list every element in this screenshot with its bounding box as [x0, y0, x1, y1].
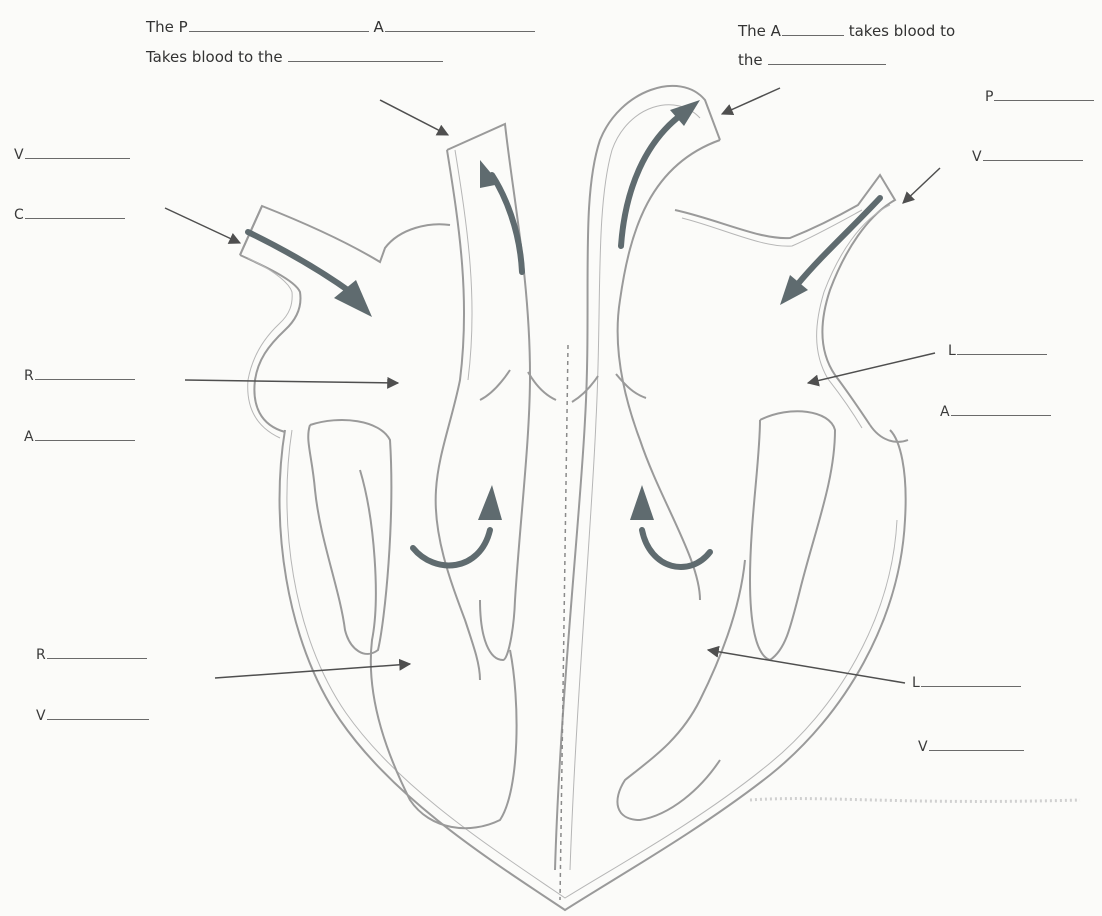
right-blank-a[interactable] — [951, 403, 1051, 416]
vena-cava — [240, 206, 450, 262]
left-label-v-text: V — [14, 147, 24, 163]
pulmonary-valve — [480, 370, 556, 400]
heart-outline — [280, 430, 906, 910]
right-label-v-text: V — [972, 149, 982, 165]
left-blank-r2[interactable] — [47, 646, 147, 659]
left-blank-v[interactable] — [25, 146, 130, 159]
right-label-a-text: A — [940, 404, 950, 420]
pointer-aorta — [722, 88, 780, 114]
vena-cava-lower — [240, 255, 300, 432]
right-blank-v2[interactable] — [929, 738, 1024, 751]
top-right-blank-2[interactable] — [768, 52, 886, 65]
pointer-right-atrium — [185, 380, 398, 383]
pulmonary-artery-outer — [447, 124, 530, 660]
left-blank-r[interactable] — [35, 367, 135, 380]
top-right-line1-suffix: takes blood to — [849, 22, 955, 40]
left-label-a-text: A — [24, 429, 34, 445]
flow-arrowheads — [334, 100, 808, 520]
right-blank-v[interactable] — [983, 148, 1083, 161]
aorta-outer — [555, 86, 720, 870]
left-label-c: C — [14, 206, 125, 223]
top-right-line2: the — [738, 51, 886, 69]
left-label-v2: V — [36, 707, 149, 724]
top-left-line1-mid: A — [374, 18, 384, 36]
left-label-v: V — [14, 146, 130, 163]
flow-arrow-right-ventricle — [413, 530, 490, 565]
arrowhead-right-ventricle — [478, 485, 502, 520]
right-ventricle-inner — [360, 470, 517, 828]
right-label-p-text: P — [985, 89, 993, 105]
pointer-pulmonary-artery — [380, 100, 448, 135]
left-label-r2-text: R — [36, 647, 46, 663]
right-label-l: L — [948, 342, 1047, 359]
right-label-v2: V — [918, 738, 1024, 755]
aortic-valve — [572, 374, 646, 402]
left-label-a: A — [24, 428, 135, 445]
right-label-v2-text: V — [918, 739, 928, 755]
top-left-line2: Takes blood to the — [146, 48, 443, 66]
left-label-c-text: C — [14, 207, 24, 223]
top-left-line1: The P A — [146, 18, 535, 36]
left-blank-a[interactable] — [35, 428, 135, 441]
right-ventricle-wall — [308, 420, 391, 654]
arrowhead-left-ventricle — [630, 485, 654, 520]
right-label-v: V — [972, 148, 1083, 165]
right-blank-p[interactable] — [994, 88, 1094, 101]
top-left-blank-2[interactable] — [385, 19, 535, 32]
aorta-inner — [618, 140, 720, 600]
flow-arrow-left-ventricle — [642, 530, 710, 567]
left-atrium-wall — [870, 425, 908, 442]
right-label-a: A — [940, 403, 1051, 420]
top-right-blank-1[interactable] — [782, 23, 844, 36]
right-label-l2: L — [912, 674, 1021, 691]
left-label-v2-text: V — [36, 708, 46, 724]
right-blank-l2[interactable] — [921, 674, 1021, 687]
right-label-p: P — [985, 88, 1094, 105]
flow-arrow-vena-cava — [248, 232, 352, 293]
flow-arrow-aorta — [621, 112, 685, 246]
left-label-r2: R — [36, 646, 147, 663]
top-left-blank-3[interactable] — [288, 49, 443, 62]
septum — [560, 345, 568, 900]
right-label-l-text: L — [948, 343, 956, 359]
left-ventricle-inner — [617, 560, 745, 820]
pointer-vena-cava — [165, 208, 240, 243]
top-right-line2-prefix: the — [738, 51, 763, 69]
top-left-blank-1[interactable] — [189, 19, 369, 32]
pulmonary-artery-inner — [436, 150, 480, 680]
left-label-r-text: R — [24, 368, 34, 384]
top-left-line2-prefix: Takes blood to the — [146, 48, 283, 66]
pointer-right-ventricle — [215, 664, 410, 678]
pointer-lines — [165, 88, 940, 683]
pointer-pulmonary-veins — [903, 168, 940, 203]
arrowhead-pulmonary-artery — [480, 160, 500, 188]
top-left-line1-prefix: The P — [146, 18, 188, 36]
aorta-outer-inner — [570, 105, 700, 870]
left-blank-c[interactable] — [25, 206, 125, 219]
left-ventricle-wall — [750, 411, 835, 660]
right-label-l2-text: L — [912, 675, 920, 691]
top-right-line1-prefix: The A — [738, 22, 781, 40]
scan-smudge — [750, 799, 1080, 802]
pointer-left-ventricle — [708, 650, 905, 683]
vena-cava-lower-inner — [248, 258, 292, 438]
left-label-r: R — [24, 367, 135, 384]
top-right-line1: The A takes blood to — [738, 22, 955, 40]
left-blank-v2[interactable] — [47, 707, 149, 720]
flow-arrows — [248, 112, 880, 567]
right-blank-l[interactable] — [957, 342, 1047, 355]
